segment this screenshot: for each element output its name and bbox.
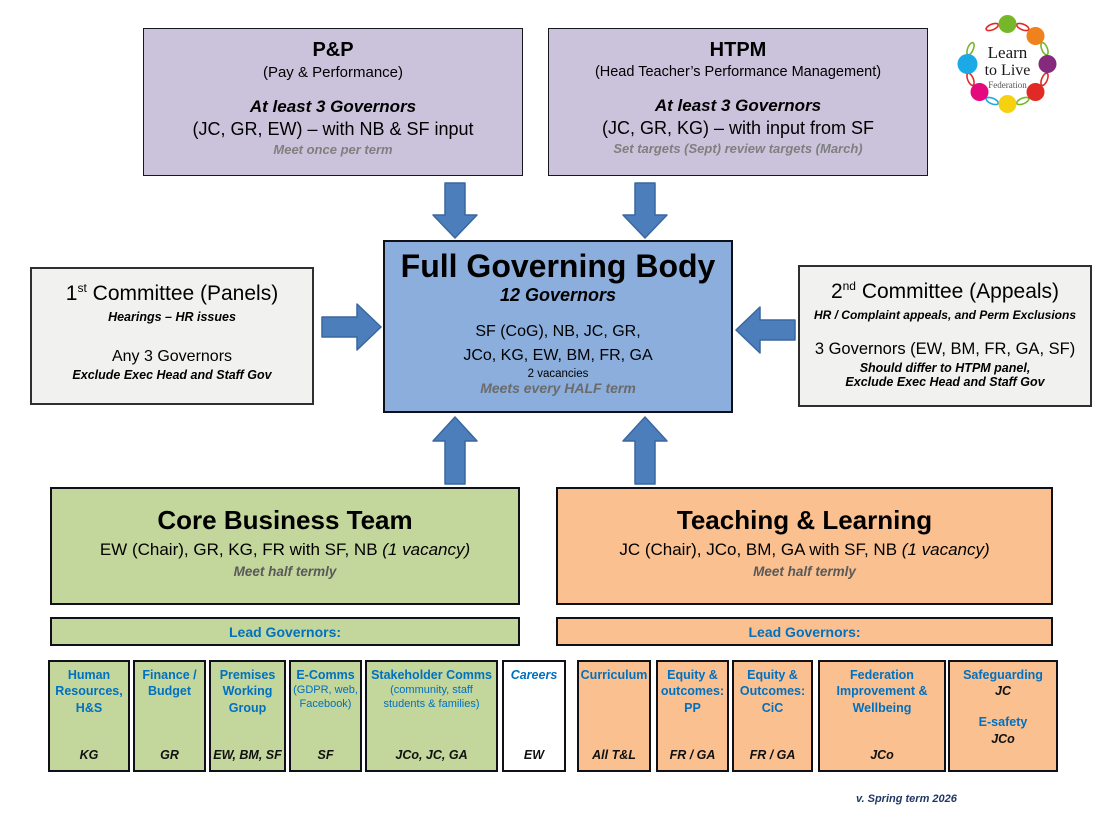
cbt-lead-governors-bar: Lead Governors: [50, 617, 520, 646]
pp-members: (JC, GR, EW) – with NB & SF input [192, 119, 474, 139]
cbt-note: Meet half termly [233, 564, 337, 579]
fgb-subtitle: 12 Governors [499, 285, 617, 305]
fgb-panel: Full Governing Body 12 Governors SF (CoG… [383, 240, 733, 413]
arrow-tl-to-fgb [622, 416, 668, 485]
pp-panel: P&P (Pay & Performance) At least 3 Gover… [143, 28, 523, 176]
tl-lead-governors-label: Lead Governors: [748, 623, 861, 640]
lead-box-premises-working-group: Premises Working Group EW, BM, SF [209, 660, 286, 772]
htpm-panel: HTPM (Head Teacher’s Performance Managem… [548, 28, 928, 176]
logo-dot-red [1026, 83, 1045, 101]
fgb-members-line1: SF (CoG), NB, JC, GR, [475, 323, 641, 340]
lead-box-initials: FR / GA [749, 748, 796, 762]
lead-box-equity-cic: Equity & Outcomes: CiC FR / GA [732, 660, 813, 772]
committee2-panel: 2nd Committee (Appeals) HR / Complaint a… [798, 265, 1092, 407]
committee1-subtitle: Hearings – HR issues [108, 310, 236, 324]
lead-box-initials: KG [79, 748, 99, 762]
committee1-members: Any 3 Governors [111, 348, 233, 365]
lead-box-subheading: (community, staff students & families) [383, 684, 480, 710]
logo-dot-orange [1026, 27, 1045, 45]
lead-box-heading: Equity & Outcomes: CiC [739, 668, 806, 715]
htpm-subtitle: (Head Teacher’s Performance Management) [594, 64, 882, 80]
committee2-note2: Exclude Exec Head and Staff Gov [845, 375, 1045, 389]
htpm-members: (JC, GR, KG) – with input from SF [601, 118, 875, 138]
lead-box-initials: SF [317, 748, 334, 762]
lead-box-heading: Finance / Budget [142, 668, 197, 699]
lead-box-heading: Safeguarding [963, 668, 1043, 682]
logo-dot-purple [1038, 55, 1057, 73]
committee2-members: 3 Governors (EW, BM, FR, GA, SF) [814, 340, 1076, 358]
logo-dot-yellow [998, 95, 1017, 113]
arrow-committee1-to-fgb [321, 303, 382, 351]
fgb-title: Full Governing Body [400, 248, 716, 284]
lead-box-safeguarding-esafety: Safeguarding JC E-safety JCo [948, 660, 1058, 772]
pp-title: P&P [312, 39, 354, 61]
lead-box-subheading: (GDPR, web, Facebook) [293, 684, 358, 710]
lead-box-initials-esafety: JCo [991, 731, 1015, 746]
committee2-subtitle: HR / Complaint appeals, and Perm Exclusi… [813, 308, 1077, 322]
lead-box-initials: All T&L [592, 748, 636, 762]
lead-box-initials: EW [523, 748, 545, 762]
fgb-note: Meets every HALF term [480, 380, 636, 396]
lead-box-heading: Careers [510, 668, 558, 682]
lead-box-initials: GR [160, 748, 179, 762]
fgb-members: SF (CoG), NB, JC, GR, JCo, KG, EW, BM, F… [385, 320, 731, 368]
lead-box-initials: JCo [870, 748, 894, 762]
arrow-pp-to-fgb [432, 182, 478, 239]
lead-box-ecomms: E-Comms (GDPR, web, Facebook) SF [289, 660, 362, 772]
cbt-members: EW (Chair), GR, KG, FR with SF, NB (1 va… [99, 540, 471, 559]
lead-box-human-resources: Human Resources, H&S KG [48, 660, 130, 772]
arrow-cbt-to-fgb [432, 416, 478, 485]
lead-box-initials: JCo, JC, GA [395, 748, 468, 762]
committee2-note1: Should differ to HTPM panel, [859, 361, 1031, 375]
lead-box-initials: EW, BM, SF [213, 748, 282, 762]
tl-title: Teaching & Learning [676, 505, 933, 535]
lead-box-heading: Human Resources, H&S [55, 668, 123, 715]
learn-to-live-logo: Learn to Live Federation [957, 15, 1057, 113]
arrow-committee2-to-fgb [735, 306, 796, 354]
lead-box-federation-improvement: Federation Improvement & Wellbeing JCo [818, 660, 946, 772]
logo-dot-green [998, 15, 1017, 33]
pp-governors: At least 3 Governors [249, 97, 417, 116]
lead-box-heading: Curriculum [580, 668, 648, 682]
htpm-title: HTPM [709, 39, 767, 61]
fgb-members-line2: JCo, KG, EW, BM, FR, GA [463, 347, 653, 364]
lead-box-heading: E-Comms [296, 668, 355, 682]
tl-note: Meet half termly [753, 564, 856, 579]
logo-text-to-live: to Live [985, 62, 1031, 79]
logo-dot-blue [957, 54, 978, 74]
lead-box-finance-budget: Finance / Budget GR [133, 660, 206, 772]
htpm-note: Set targets (Sept) review targets (March… [613, 141, 863, 156]
committee2-title: 2nd Committee (Appeals) [830, 279, 1060, 303]
pp-note: Meet once per term [273, 142, 393, 157]
committee1-title: 1st Committee (Panels) [65, 281, 279, 305]
committee1-panel: 1st Committee (Panels) Hearings – HR iss… [30, 267, 314, 405]
cbt-lead-governors-label: Lead Governors: [228, 623, 342, 640]
lead-box-initials: FR / GA [669, 748, 716, 762]
lead-box-heading: Premises Working Group [219, 668, 276, 715]
lead-box-equity-pp: Equity & outcomes: PP FR / GA [656, 660, 729, 772]
cbt-title: Core Business Team [157, 505, 413, 535]
arrow-htpm-to-fgb [622, 182, 668, 239]
lead-box-careers: Careers EW [502, 660, 566, 772]
logo-text-learn: Learn [988, 43, 1028, 62]
lead-box-heading: Federation Improvement & Wellbeing [836, 668, 928, 715]
lead-box-initials: JC [995, 684, 1011, 699]
core-business-team-panel: Core Business Team EW (Chair), GR, KG, F… [50, 487, 520, 605]
teaching-learning-panel: Teaching & Learning JC (Chair), JCo, BM,… [556, 487, 1053, 605]
fgb-vacancies: 2 vacancies [527, 368, 589, 380]
lead-box-heading: Stakeholder Comms [371, 668, 492, 682]
committee1-note: Exclude Exec Head and Staff Gov [72, 368, 272, 382]
version-note: v. Spring term 2026 [856, 793, 957, 805]
htpm-governors: At least 3 Governors [654, 96, 822, 115]
lead-box-curriculum: Curriculum All T&L [577, 660, 651, 772]
lead-box-stakeholder-comms: Stakeholder Comms (community, staff stud… [365, 660, 498, 772]
lead-box-heading-esafety: E-safety [978, 715, 1028, 730]
pp-subtitle: (Pay & Performance) [262, 64, 404, 81]
tl-members: JC (Chair), JCo, BM, GA with SF, NB (1 v… [619, 540, 990, 559]
logo-text-federation: Federation [988, 80, 1027, 90]
tl-lead-governors-bar: Lead Governors: [556, 617, 1053, 646]
lead-box-heading: Equity & outcomes: PP [660, 668, 725, 715]
logo-dot-magenta [970, 83, 989, 101]
